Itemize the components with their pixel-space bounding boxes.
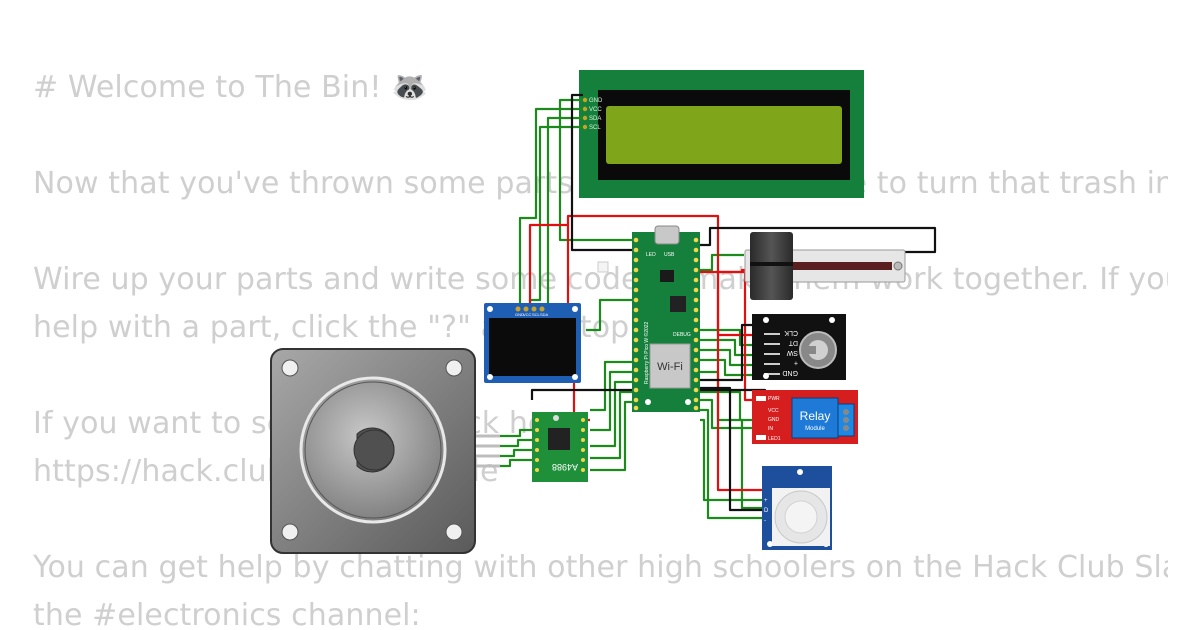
pico-led-label: LED — [646, 252, 656, 258]
pir-sensor[interactable]: + D - — [762, 466, 832, 550]
wifi-module — [649, 343, 691, 389]
encoder-pin-label: + — [794, 359, 798, 366]
pico-led — [597, 261, 609, 273]
driver-label: A4988 — [552, 462, 578, 472]
oled-pin-label: VCC — [523, 312, 532, 317]
lcd-display[interactable]: GND VCC SDA SCL — [579, 70, 864, 198]
usb-connector — [654, 225, 680, 245]
slide-potentiometer[interactable] — [744, 232, 906, 300]
oled-pin-label: GND — [515, 312, 524, 317]
oled-pin-label: SCL — [532, 312, 541, 317]
wifi-label: Wi-Fi — [657, 361, 683, 373]
pico-debug-label: DEBUG — [673, 332, 691, 338]
relay-led-label: LED1 — [768, 436, 781, 442]
relay-subtitle: Module — [805, 426, 825, 432]
encoder-pin-label: SW — [786, 349, 798, 356]
relay-pin-label: IN — [768, 426, 773, 432]
editor-line-heading: # Welcome to The Bin! 🦝 — [33, 70, 429, 105]
relay-title: Relay — [800, 409, 831, 423]
lcd-pin-label: GND — [589, 98, 603, 104]
encoder-pin-label: GND — [782, 369, 798, 376]
editor-line: You can get help by chatting with other … — [33, 550, 1168, 585]
oled-display[interactable]: GND VCC SCL SDA — [484, 303, 581, 383]
relay-pin-label: VCC — [768, 408, 779, 414]
pico-usb-label: USB — [664, 252, 675, 258]
pir-pin-label: - — [764, 518, 766, 524]
pir-pin-label: + — [764, 498, 768, 504]
lcd-pin-label: SCL — [589, 125, 601, 131]
pir-pin-label: D — [764, 508, 769, 514]
relay-pin-label: GND — [768, 417, 780, 423]
lcd-pin-label: VCC — [589, 107, 602, 113]
rotary-encoder[interactable]: GND + SW DT CLK — [752, 314, 846, 380]
pico-model-label: Raspberry Pi Pico W ©2022 — [643, 321, 650, 384]
a4988-driver[interactable]: A4988 — [532, 412, 588, 482]
encoder-pin-label: DT — [788, 339, 798, 346]
pico-w-board[interactable]: Wi-Fi LED USB DEBUG Raspberry Pi Pico W … — [597, 225, 700, 412]
oled-pin-label: SDA — [540, 312, 549, 317]
stepper-motor[interactable] — [270, 348, 500, 554]
encoder-pin-label: CLK — [784, 329, 798, 336]
lcd-pin-label: SDA — [589, 116, 601, 122]
relay-module[interactable]: Relay Module PWR LED1 VCC GND IN — [752, 390, 858, 444]
relay-pwr-label: PWR — [768, 396, 780, 402]
editor-line: the #electronics channel: — [33, 598, 421, 630]
black-wires — [500, 93, 937, 512]
